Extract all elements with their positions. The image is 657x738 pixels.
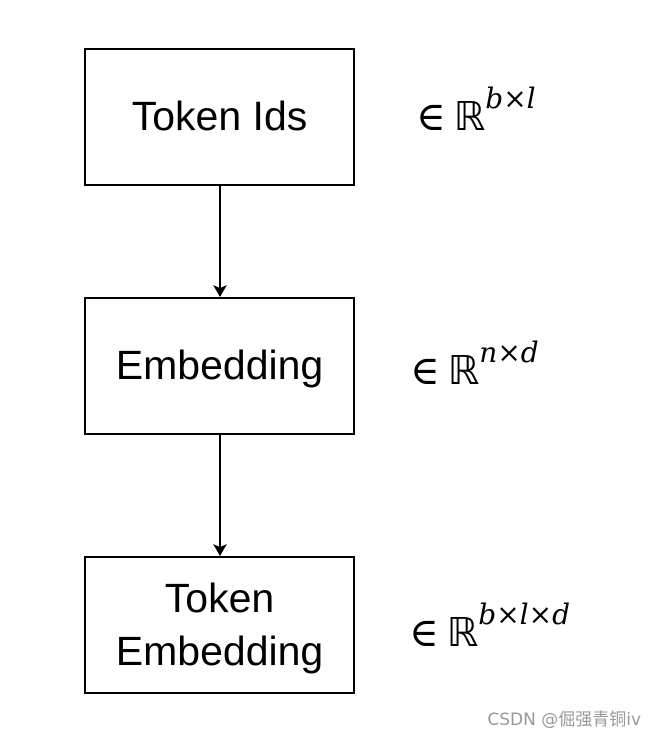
element-of-symbol: ∈ (410, 348, 440, 394)
watermark: CSDN @倔强青铜iv (487, 710, 641, 730)
token-embedding-box: Token Embedding (84, 556, 355, 694)
real-set-symbol: ℝ (447, 348, 480, 394)
real-set-symbol: ℝ (453, 94, 486, 140)
dimension-superscript: b×l (485, 82, 536, 115)
dim-embedding: ∈ℝn×d (410, 336, 539, 394)
embedding-label: Embedding (115, 342, 324, 389)
token-ids-box: Token Ids (84, 48, 355, 186)
dim-token-embedding: ∈ℝb×l×d (409, 598, 570, 656)
dim-token-ids: ∈ℝb×l (416, 82, 536, 140)
token-embedding-label-line2: Embedding (115, 628, 324, 674)
dimension-superscript: n×d (479, 336, 539, 369)
real-set-symbol: ℝ (446, 610, 479, 656)
token-ids-label: Token Ids (131, 93, 308, 140)
element-of-symbol: ∈ (416, 94, 446, 140)
dimension-superscript: b×l×d (478, 598, 571, 631)
element-of-symbol: ∈ (409, 610, 439, 656)
token-embedding-label-line1: Token (164, 574, 275, 621)
embedding-box: Embedding (84, 297, 355, 435)
